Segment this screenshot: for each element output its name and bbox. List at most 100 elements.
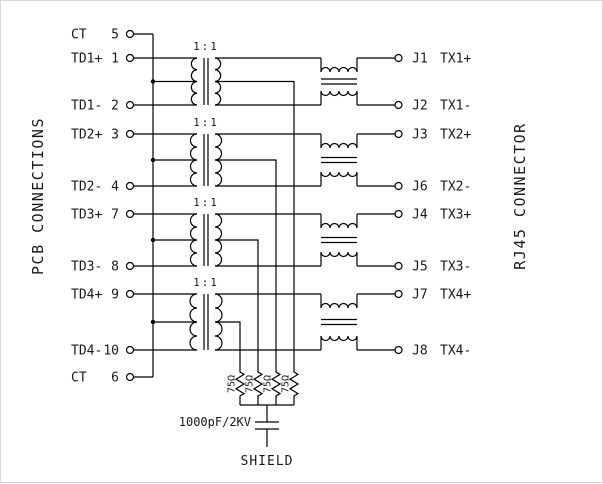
jack-number: J2	[412, 99, 428, 114]
choke-core	[321, 78, 357, 85]
transformer-3: 1:1	[189, 196, 223, 267]
junction-dot	[150, 157, 156, 163]
jack-number: J6	[412, 180, 428, 195]
signal-name: TX2+	[440, 128, 471, 143]
pin-name: TD2+	[71, 128, 102, 143]
wiring	[150, 34, 395, 406]
choke-top-winding	[320, 66, 358, 73]
jack-number: J7	[412, 288, 428, 303]
junction-dot	[150, 237, 156, 243]
pair2-wires	[215, 133, 395, 187]
signal-name: TX4+	[440, 288, 471, 303]
pcb-pin-td1-minus: TD1- 2	[71, 99, 197, 114]
jack-number: J4	[412, 208, 428, 223]
pin-terminal	[394, 209, 403, 219]
resistor-zigzag	[234, 369, 246, 399]
pin-number: 6	[111, 371, 119, 386]
turns-ratio-label: 1:1	[193, 40, 219, 53]
rj45-pin-j3: J3 TX2+	[394, 128, 471, 143]
pin-terminal	[125, 129, 135, 139]
resistor-4: 75Ω	[281, 369, 300, 399]
pcb-pin-td3-minus: TD3- 8	[71, 260, 197, 275]
shield-capacitor: 1000pF/2KV	[179, 405, 279, 447]
pair3-wires	[215, 213, 395, 267]
pin-number: 1	[111, 52, 119, 67]
resistor-zigzag	[270, 369, 282, 399]
transformer-core	[203, 214, 209, 266]
pair4-wires	[215, 293, 395, 351]
signal-name: TX1+	[440, 52, 471, 67]
pin-number: 9	[111, 288, 119, 303]
pin-number: 5	[111, 28, 119, 43]
pin-terminal	[125, 372, 135, 382]
jack-number: J8	[412, 344, 428, 359]
secondary-winding	[214, 57, 222, 106]
pin-terminal	[394, 289, 403, 299]
choke-4	[320, 294, 358, 350]
pin-terminal	[394, 345, 403, 355]
rj45-pin-j4: J4 TX3+	[394, 208, 471, 223]
secondary-winding	[214, 293, 223, 351]
choke-top-winding	[320, 302, 358, 309]
pin-terminal	[394, 100, 403, 110]
termination-bus	[239, 399, 295, 406]
choke-top-winding	[320, 222, 358, 229]
pin-name: CT	[71, 28, 87, 43]
pin-terminal	[394, 181, 403, 191]
choke-lead-stubs	[320, 214, 358, 266]
rj45-pin-j5: J5 TX3-	[394, 260, 471, 275]
secondary-winding	[214, 133, 223, 187]
pin-name: TD1+	[71, 52, 102, 67]
primary-winding	[189, 133, 198, 187]
resistor-value-label: 75Ω	[245, 375, 256, 393]
primary-winding	[190, 57, 198, 106]
resistor-2: 75Ω	[245, 369, 264, 399]
pin-number: 10	[103, 344, 119, 359]
choke-2	[320, 134, 358, 186]
transformer-core	[203, 58, 209, 105]
choke-core	[321, 236, 357, 244]
choke-bottom-winding	[320, 335, 358, 342]
jack-number: J3	[412, 128, 428, 143]
rj45-pin-j6: J6 TX2-	[394, 180, 471, 195]
pin-name: TD3-	[71, 260, 102, 275]
primary-winding	[189, 293, 198, 351]
choke-core	[321, 156, 357, 164]
rj45-pin-j1: J1 TX1+	[394, 52, 471, 67]
choke-bottom-winding	[320, 171, 358, 178]
choke-3	[320, 214, 358, 266]
transformer-core	[203, 134, 209, 186]
pin-terminal	[125, 181, 135, 191]
transformer-2: 1:1	[189, 116, 223, 187]
resistor-value-label: 75Ω	[227, 375, 238, 393]
pcb-pin-td2-minus: TD2- 4	[71, 180, 197, 195]
resistor-zigzag	[288, 369, 300, 399]
capacitor-value-label: 1000pF/2KV	[179, 415, 251, 429]
secondary-winding	[214, 213, 223, 267]
pin-terminal	[125, 261, 135, 271]
pcb-pins: CT 5 TD1+ 1 TD1- 2 TD2+ 3 TD2- 4	[71, 28, 197, 386]
rj45-side-title: RJ45 CONNECTOR	[511, 122, 529, 269]
pin-terminal	[125, 345, 135, 355]
pin-name: CT	[71, 371, 87, 386]
shield-label: SHIELD	[241, 454, 294, 469]
capacitor-plates	[255, 421, 279, 430]
turns-ratio-label: 1:1	[193, 116, 219, 129]
pin-terminal	[125, 289, 135, 299]
junction-dot	[150, 319, 156, 325]
signal-name: TX1-	[440, 99, 471, 114]
rj45-pin-j2: J2 TX1-	[394, 99, 471, 114]
pcb-pin-td4-plus: TD4+ 9	[71, 288, 197, 303]
resistor-3: 75Ω	[263, 369, 282, 399]
rj45-pin-j7: J7 TX4+	[394, 288, 471, 303]
turns-ratio-label: 1:1	[193, 276, 219, 289]
resistor-value-label: 75Ω	[281, 375, 292, 393]
pin-name: TD4+	[71, 288, 102, 303]
choke-bottom-winding	[320, 90, 358, 97]
junction-dot	[150, 79, 156, 84]
pin-name: TD2-	[71, 180, 102, 195]
pcb-pin-td4-minus: TD4- 10	[71, 344, 197, 359]
rj45-pins: J1 TX1+ J2 TX1- J3 TX2+ J6 TX2- J4 TX3+ …	[394, 52, 471, 359]
rj45-pin-j8: J8 TX4-	[394, 344, 471, 359]
